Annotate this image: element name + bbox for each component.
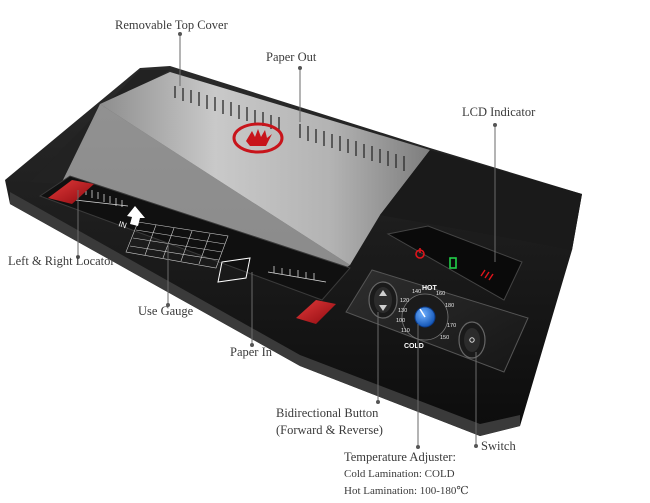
- label-paper-in: Paper In: [230, 345, 272, 359]
- arrow-up-icon: [127, 206, 145, 226]
- label-bidirectional-button-line2: (Forward & Reverse): [276, 423, 383, 437]
- label-use-gauge: Use Gauge: [138, 304, 194, 318]
- label-temperature-adjuster: Temperature Adjuster: Cold Lamination: C…: [344, 449, 469, 500]
- bidirectional-button[interactable]: [368, 281, 398, 319]
- label-switch: Switch: [481, 439, 516, 453]
- laminator-right-block: [380, 150, 582, 250]
- arrow-down-icon: [379, 305, 387, 311]
- heat-indicator-icon: [480, 269, 494, 281]
- removable-top-cover: [100, 72, 430, 265]
- dial-tick: 100: [396, 318, 405, 324]
- dial-tick: 120: [400, 298, 409, 304]
- label-lcd-indicator: LCD Indicator: [462, 105, 536, 119]
- power-switch-icon: [469, 337, 475, 343]
- right-locator[interactable]: [296, 300, 336, 324]
- dial-tick: 170: [447, 323, 456, 329]
- arrow-up-icon: [379, 290, 387, 296]
- dial-tick: 130: [398, 308, 407, 314]
- label-paper-out: Paper Out: [266, 50, 317, 64]
- hand-logo-icon: [232, 122, 284, 154]
- label-bidirectional-button-line1: Bidirectional Button: [276, 406, 379, 420]
- power-switch[interactable]: [458, 321, 486, 359]
- label-temperature-adjuster-title: Temperature Adjuster:: [344, 450, 456, 464]
- dial-tick: 150: [440, 335, 449, 341]
- lcd-indicator-panel: [386, 225, 523, 301]
- paper-sheet-icon: [217, 257, 251, 283]
- dial-hot-marking: HOT: [422, 285, 438, 292]
- label-cold-lamination: Cold Lamination: COLD: [344, 468, 455, 480]
- dial-tick: 110: [401, 328, 410, 334]
- temperature-dial[interactable]: 100 120 140 160 180 170 150 130 110 HOT …: [396, 285, 456, 350]
- label-left-right-locator: Left & Right Locator: [8, 254, 115, 268]
- feed-in-marking: IN: [117, 219, 128, 230]
- cover-front-lip: [62, 104, 350, 280]
- power-icon: [415, 248, 425, 259]
- dial-tick: 140: [412, 289, 421, 295]
- label-bidirectional-button: Bidirectional Button (Forward & Reverse): [276, 405, 383, 439]
- dial-tick: 160: [436, 291, 445, 297]
- feed-tray: IN: [38, 175, 351, 301]
- lcd-digit: [449, 257, 457, 269]
- left-locator[interactable]: [48, 180, 94, 204]
- label-hot-lamination: Hot Lamination: 100-180℃: [344, 485, 469, 497]
- dial-cold-marking: COLD: [404, 343, 424, 350]
- dial-tick: 180: [445, 303, 454, 309]
- laminator-left-cap: [30, 70, 170, 184]
- label-removable-top-cover: Removable Top Cover: [115, 18, 228, 32]
- callout-lines: [76, 32, 497, 449]
